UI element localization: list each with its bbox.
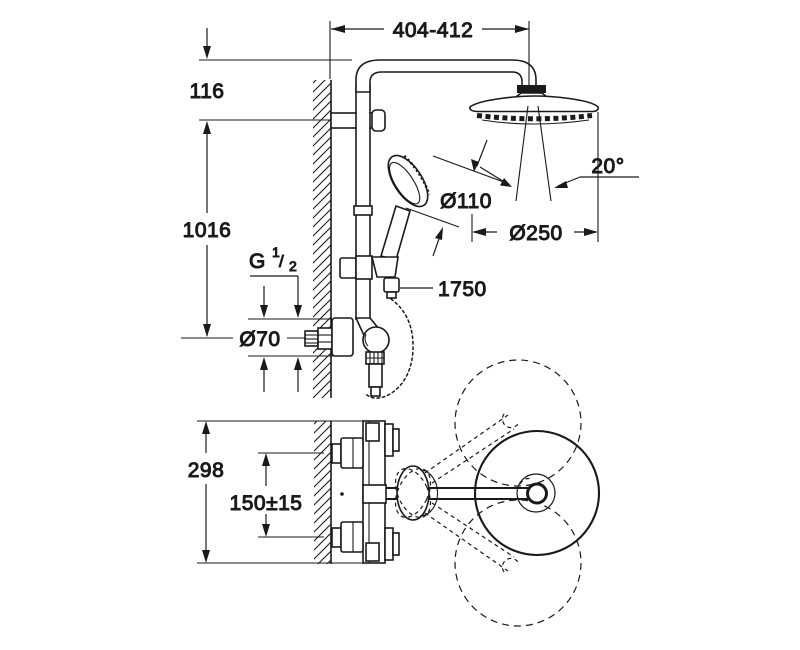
shower-holder <box>339 255 400 299</box>
s-union-top <box>331 437 364 469</box>
handle-knob-top <box>384 423 394 457</box>
dim-hose-length-label: 1750 <box>438 278 487 301</box>
dim-escutcheon: Ø70 <box>239 286 333 392</box>
head-face-arc <box>481 119 590 125</box>
dim-hand-shower-label: Ø110 <box>440 190 492 213</box>
plan-view: 298 150±15 <box>187 359 601 627</box>
shower-hose <box>364 298 414 399</box>
ball-joint-nut <box>517 85 546 93</box>
outlet-tube <box>368 363 383 388</box>
thread-label-slash: / <box>279 252 284 271</box>
shower-arm <box>355 59 537 93</box>
valve-body-side <box>354 317 390 397</box>
rail-joint <box>353 205 373 216</box>
handle-cup <box>370 256 399 278</box>
shower-rail <box>353 85 373 320</box>
dim-valve-height-label: 298 <box>188 459 225 482</box>
dim-head-shower: Ø250 <box>472 222 598 246</box>
dim-arm-length-label: 404-412 <box>393 19 474 42</box>
hand-shower <box>379 154 431 261</box>
dim-inlet-spacing-label: 150±15 <box>230 492 303 515</box>
dim-head-shower-label: Ø250 <box>509 222 562 245</box>
swivel-circle-down <box>454 499 582 627</box>
swivel-arm-end-up <box>501 413 519 429</box>
outlet-block <box>362 484 387 504</box>
hand-shower-handle <box>379 204 411 261</box>
thread-label-g: G <box>249 250 266 273</box>
dim-valve-height: 298 <box>187 420 363 564</box>
dim-spray-angle: 20° <box>479 155 639 188</box>
arm-pivot-joint <box>394 465 439 521</box>
handle-knob-bottom <box>384 527 394 561</box>
dim-spray-angle-label: 20° <box>591 155 624 178</box>
swivel-arm-end-down <box>501 557 519 573</box>
escutcheon <box>331 317 354 357</box>
thread-label-denominator: 2 <box>289 258 297 274</box>
s-union-bottom <box>331 521 364 553</box>
swivel-circle-up <box>454 359 582 487</box>
dim-top-offset: 116 <box>189 28 225 134</box>
hand-shower-nozzles <box>403 155 431 196</box>
head-outline-plan <box>473 429 601 557</box>
valve-inlet <box>304 317 354 357</box>
dim-escutcheon-label: Ø70 <box>239 328 280 351</box>
head-shower-plan <box>473 429 601 557</box>
wall-section-side <box>313 80 332 398</box>
wall-section-plan <box>314 421 332 564</box>
swivel-range <box>424 359 582 627</box>
dim-rail-height-label: 1016 <box>183 219 232 242</box>
hex-nut <box>317 327 333 350</box>
head-nozzle-band <box>476 113 593 122</box>
dim-inlet-spacing: 150±15 <box>229 452 324 538</box>
thermostat-body-plan <box>340 420 400 564</box>
dim-arm-length: 404-412 <box>331 19 529 43</box>
center-mark <box>340 492 344 496</box>
hand-shower-head <box>387 154 431 208</box>
valve-ball <box>362 326 390 354</box>
dim-top-offset-label: 116 <box>190 80 225 103</box>
thread-label-numerator: 1 <box>272 244 280 260</box>
head-shower-side <box>469 85 599 125</box>
side-view: 404-412 116 1016 G 1 / 2 <box>181 19 639 399</box>
dim-hose-length: 1750 <box>400 278 487 302</box>
dim-rail-height: 1016 <box>181 125 306 339</box>
hose-knob <box>383 277 400 293</box>
head-hub <box>526 482 548 505</box>
dim-thread: G 1 / 2 <box>249 244 302 318</box>
head-dome <box>469 95 599 113</box>
spray-cone <box>515 105 552 202</box>
dim-hand-shower: Ø110 <box>405 139 510 257</box>
